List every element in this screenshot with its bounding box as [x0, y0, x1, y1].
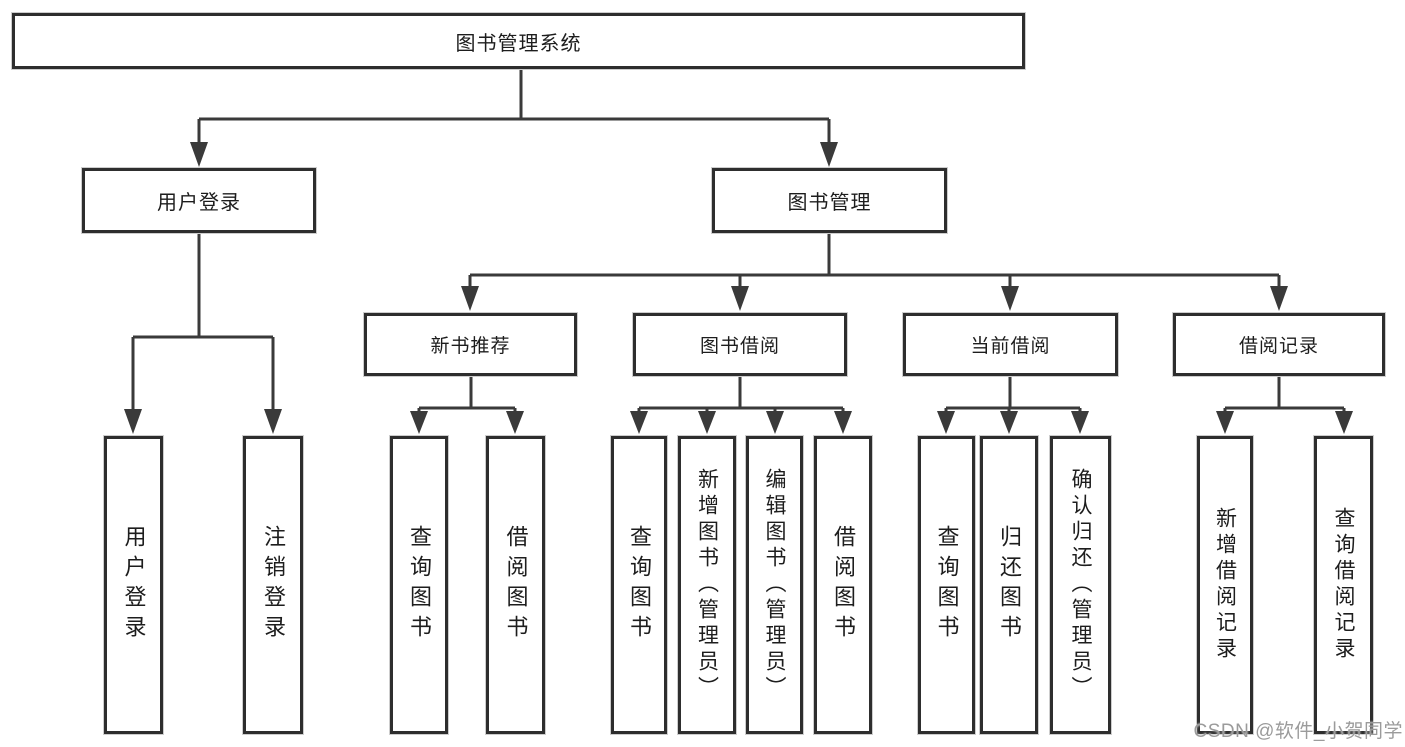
node-borrow-records-label: 借阅记录: [1238, 336, 1319, 357]
node-root-label: 图书管理系统: [455, 32, 582, 55]
node-root: 图书管理系统: [12, 13, 1025, 69]
leaf-current-confirm-return-admin: 确认归还（管理员）: [1050, 436, 1111, 734]
leaf-borrow-borrow-books: 借阅图书: [814, 436, 872, 734]
leaf-borrow-edit-books-admin-label: 编辑图书（管理员）: [763, 468, 786, 702]
leaf-user-login: 用户登录: [104, 436, 163, 734]
leaf-current-return-books: 归还图书: [980, 436, 1038, 734]
node-book-management-label: 图书管理: [787, 192, 872, 214]
node-user-login: 用户登录: [82, 168, 316, 233]
leaf-current-query-books: 查询图书: [918, 436, 975, 734]
leaf-recommend-query-books-label: 查询图书: [407, 525, 432, 645]
node-new-book-recommend-label: 新书推荐: [430, 336, 511, 357]
node-book-borrow: 图书借阅: [633, 313, 847, 376]
leaf-records-add-record: 新增借阅记录: [1197, 436, 1253, 734]
leaf-recommend-borrow-books: 借阅图书: [486, 436, 545, 734]
node-borrow-records: 借阅记录: [1173, 313, 1385, 376]
leaf-borrow-query-books: 查询图书: [611, 436, 667, 734]
arrowheads: [124, 142, 1353, 434]
leaf-borrow-borrow-books-label: 借阅图书: [831, 525, 856, 645]
leaf-logout-label: 注销登录: [261, 525, 286, 645]
leaf-recommend-borrow-books-label: 借阅图书: [503, 525, 529, 645]
node-current-borrow-label: 当前借阅: [970, 336, 1051, 357]
node-book-management: 图书管理: [712, 168, 947, 233]
leaf-borrow-edit-books-admin: 编辑图书（管理员）: [746, 436, 803, 734]
leaf-borrow-add-books-admin: 新增图书（管理员）: [678, 436, 736, 734]
node-book-borrow-label: 图书借阅: [699, 336, 780, 357]
leaf-current-confirm-return-admin-label: 确认归还（管理员）: [1069, 468, 1092, 702]
leaf-records-query-record-label: 查询借阅记录: [1332, 507, 1355, 663]
leaf-logout: 注销登录: [243, 436, 303, 734]
leaf-records-add-record-label: 新增借阅记录: [1213, 507, 1237, 663]
leaf-recommend-query-books: 查询图书: [390, 436, 448, 734]
leaf-current-query-books-label: 查询图书: [934, 525, 960, 645]
leaf-borrow-query-books-label: 查询图书: [627, 525, 652, 645]
node-current-borrow: 当前借阅: [903, 313, 1118, 376]
leaf-current-return-books-label: 归还图书: [997, 525, 1022, 645]
leaf-user-login-label: 用户登录: [121, 525, 147, 645]
leaf-borrow-add-books-admin-label: 新增图书（管理员）: [695, 468, 719, 702]
leaf-records-query-record: 查询借阅记录: [1314, 436, 1373, 734]
csdn-watermark: CSDN @软件_小贺同学: [1193, 721, 1403, 742]
node-new-book-recommend: 新书推荐: [364, 313, 577, 376]
node-user-login-label: 用户登录: [157, 192, 241, 214]
